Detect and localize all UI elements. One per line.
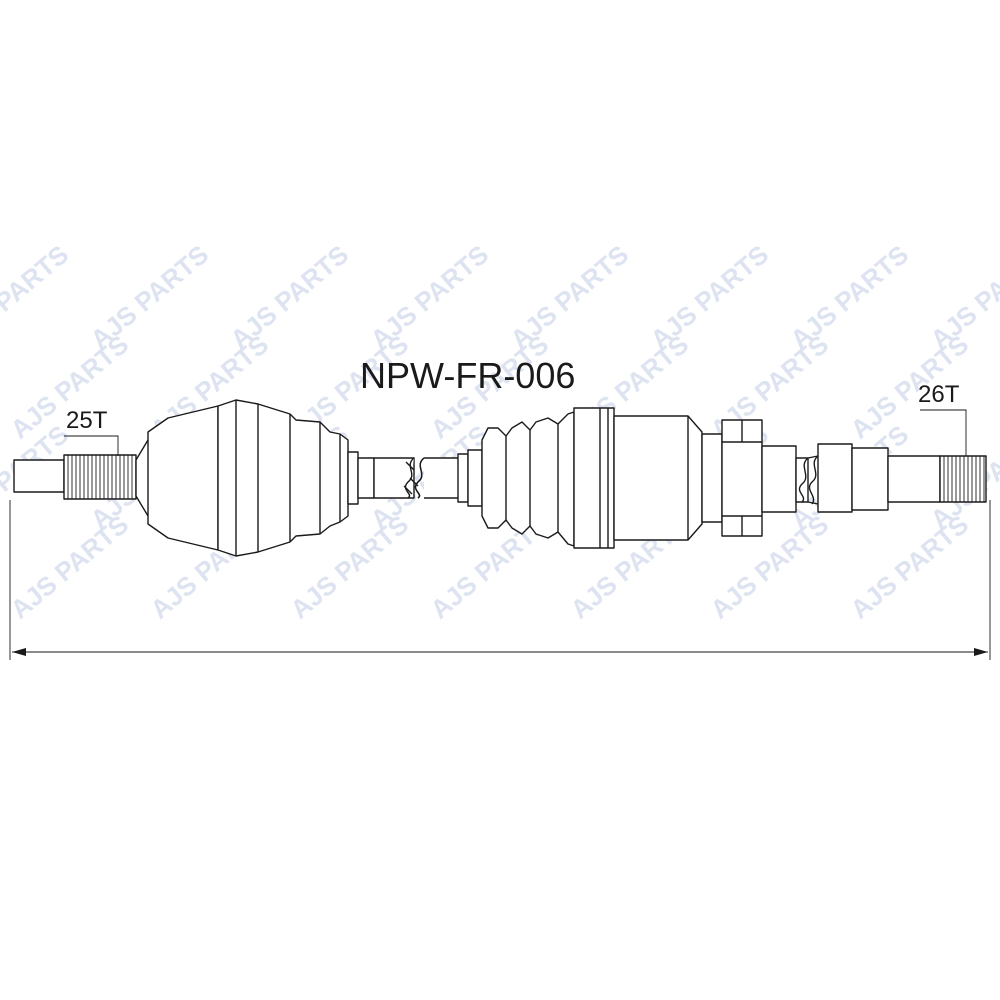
part-number-label: NPW-FR-006 xyxy=(360,355,575,396)
watermark-text: AJS PARTS xyxy=(5,509,135,625)
intermediate-shaft-right xyxy=(795,443,889,513)
right-spline-count: 26T xyxy=(918,381,960,408)
left-spline-leader xyxy=(64,435,119,456)
intermediate-shaft-left xyxy=(373,457,458,499)
inner-cv-boot xyxy=(457,411,575,547)
watermark-text: AJS PARTS xyxy=(845,509,975,625)
outer-cv-boot xyxy=(217,399,375,557)
left-stub-shaft xyxy=(13,454,137,500)
left-spline-count: 25T xyxy=(66,407,108,434)
outer-cv-joint xyxy=(135,405,219,551)
watermark-text: AJS PARTS xyxy=(0,239,74,355)
inner-cv-joint xyxy=(573,407,723,549)
left-spline-lines xyxy=(67,455,133,499)
center-bearing xyxy=(721,419,797,537)
watermark-text: AJS PARTS xyxy=(925,239,1000,355)
overall-length-dimension xyxy=(9,500,991,660)
right-spline-leader xyxy=(920,409,967,456)
right-spline-lines xyxy=(943,456,985,502)
right-stub-shaft xyxy=(887,455,987,503)
